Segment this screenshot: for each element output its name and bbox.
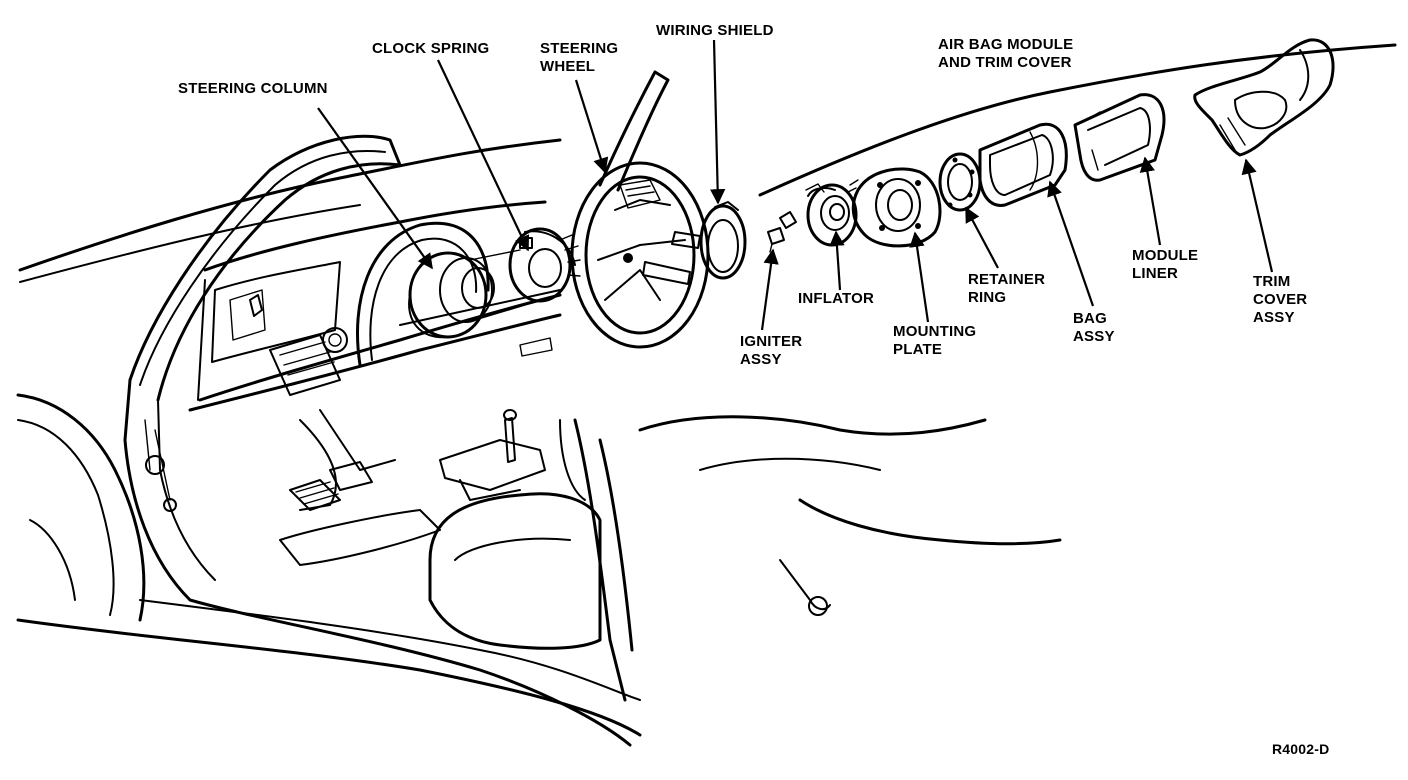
- dashboard: [188, 200, 562, 566]
- leader-steering-wheel: [574, 79, 609, 174]
- label-igniter-assy: IGNITER ASSY: [740, 333, 803, 368]
- clock-spring-drawing: [508, 227, 581, 303]
- module-liner-drawing: [1073, 93, 1166, 182]
- label-air-bag-module: AIR BAG MODULE AND TRIM COVER: [938, 36, 1074, 71]
- label-trim-cover-assy: TRIM COVER ASSY: [1253, 273, 1308, 326]
- label-module-liner: MODULE LINER: [1132, 247, 1199, 282]
- leader-inflator: [829, 230, 845, 291]
- leader-steering-column: [317, 107, 433, 270]
- label-inflator: INFLATOR: [798, 290, 875, 307]
- trim-cover-drawing: [1193, 38, 1335, 157]
- leader-bag-assy: [1047, 180, 1095, 307]
- label-mounting-plate: MOUNTING PLATE: [893, 323, 977, 358]
- label-retainer-ring: RETAINER RING: [968, 271, 1046, 306]
- wiring-shield-drawing: [699, 201, 747, 280]
- seat-and-console: [428, 409, 1062, 650]
- igniter-drawing: [767, 211, 797, 253]
- retainer-ring-drawing: [938, 152, 982, 212]
- leader-trim-cover: [1241, 158, 1274, 273]
- inflator-drawing: [805, 183, 858, 247]
- leader-wiring-shield: [709, 39, 726, 205]
- leader-clock-spring: [437, 59, 530, 252]
- door-opening: [123, 134, 634, 747]
- bag-assy-drawing: [978, 122, 1068, 207]
- mounting-plate-drawing: [847, 167, 942, 248]
- figure-code: R4002-D: [1272, 741, 1330, 757]
- leader-lines: [317, 39, 1274, 331]
- leader-igniter: [760, 248, 779, 331]
- leader-retainer-ring: [965, 206, 999, 269]
- label-wiring-shield: WIRING SHIELD: [656, 22, 774, 39]
- car-body: [16, 43, 1397, 737]
- leader-module-liner: [1139, 156, 1162, 246]
- leader-mounting-plate: [909, 231, 930, 323]
- steering-wheel-drawing: [570, 161, 710, 349]
- label-bag-assy: BAG ASSY: [1073, 310, 1115, 345]
- label-steering-column: STEERING COLUMN: [178, 80, 328, 97]
- label-steering-wheel: STEERING WHEEL: [540, 40, 619, 75]
- steering-column-drawing: [408, 249, 526, 339]
- label-clock-spring: CLOCK SPRING: [372, 40, 490, 57]
